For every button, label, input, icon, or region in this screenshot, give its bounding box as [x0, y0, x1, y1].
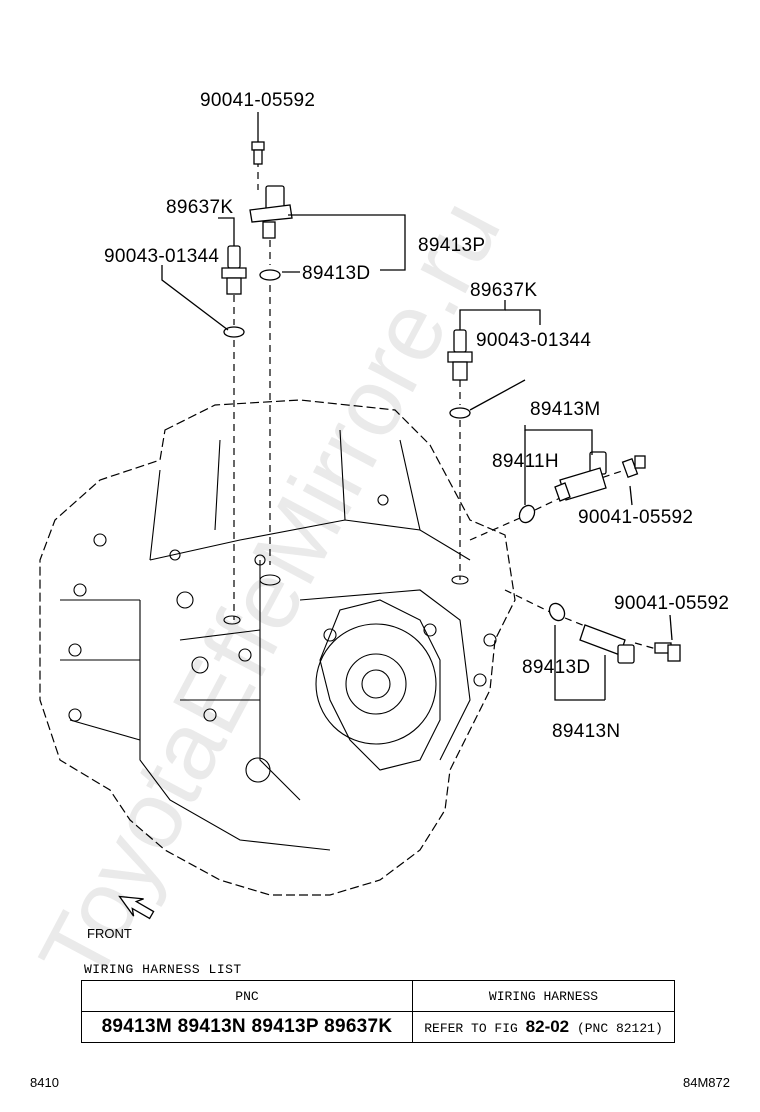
- callout-bolt-n: 90041-05592: [614, 593, 729, 614]
- sensor-right-icon: [447, 329, 473, 381]
- callout-oring-top: 89413D: [302, 263, 370, 284]
- assembly-lines: [233, 160, 661, 651]
- table-header-row: PNC WIRING HARNESS: [81, 980, 675, 1012]
- refer-cell: REFER TO FIG 82-02 (PNC 82121): [412, 1011, 675, 1043]
- table-row: 89413M 89413N 89413P 89637K REFER TO FIG…: [81, 1011, 675, 1043]
- refer-fig-link[interactable]: 82-02: [525, 1017, 570, 1036]
- front-arrow-icon: [118, 895, 155, 920]
- callout-oring-right: 90043-01344: [476, 330, 591, 351]
- page-id-left: 8410: [30, 1075, 59, 1090]
- callout-bolt-m: 90041-05592: [578, 507, 693, 528]
- callout-sensor-right: 89637K: [470, 280, 537, 301]
- callout-sensor-left: 89637K: [166, 197, 233, 218]
- harness-list-title: WIRING HARNESS LIST: [84, 962, 242, 977]
- transmission-housing: [39, 399, 516, 896]
- callout-sensor-m-assy: 89413M: [530, 399, 600, 420]
- leader-lines: [161, 214, 673, 701]
- callout-bolt-top: 90041-05592: [200, 90, 315, 111]
- sensor-n-icon: [579, 624, 635, 664]
- oring-right-icon: [449, 407, 471, 419]
- harness-table: PNC WIRING HARNESS 89413M 89413N 89413P …: [81, 980, 675, 1043]
- refer-prefix: REFER TO FIG: [424, 1021, 518, 1036]
- callout-sensor-top-assy: 89413P: [418, 235, 485, 256]
- callout-oring-n: 89413D: [522, 657, 590, 678]
- callout-sensor-m-part: 89411H: [492, 451, 559, 472]
- refer-pnc: (PNC 82121): [576, 1021, 663, 1036]
- pnc-values: 89413M 89413N 89413P 89637K: [81, 1011, 413, 1043]
- page-id-right: 84M872: [683, 1075, 730, 1090]
- sensor-m-icon: [554, 451, 607, 502]
- header-pnc: PNC: [81, 980, 413, 1012]
- sensor-left-icon: [221, 245, 247, 295]
- bolt-n-icon: [654, 642, 681, 662]
- callout-oring-left: 90043-01344: [104, 246, 219, 267]
- oring-top-icon: [259, 269, 281, 281]
- front-label: FRONT: [87, 926, 132, 941]
- bolt-top-icon: [251, 112, 265, 165]
- callout-sensor-n-assy: 89413N: [552, 721, 620, 742]
- oring-m-icon: [518, 504, 536, 524]
- bolt-m-icon: [621, 455, 646, 479]
- oring-left-icon: [223, 326, 245, 338]
- sensor-top-icon: [249, 185, 293, 239]
- oring-n-icon: [548, 602, 566, 622]
- header-wiring-harness: WIRING HARNESS: [412, 980, 675, 1012]
- watermark: ToyotaEffeMirrore.ru: [19, 183, 521, 1000]
